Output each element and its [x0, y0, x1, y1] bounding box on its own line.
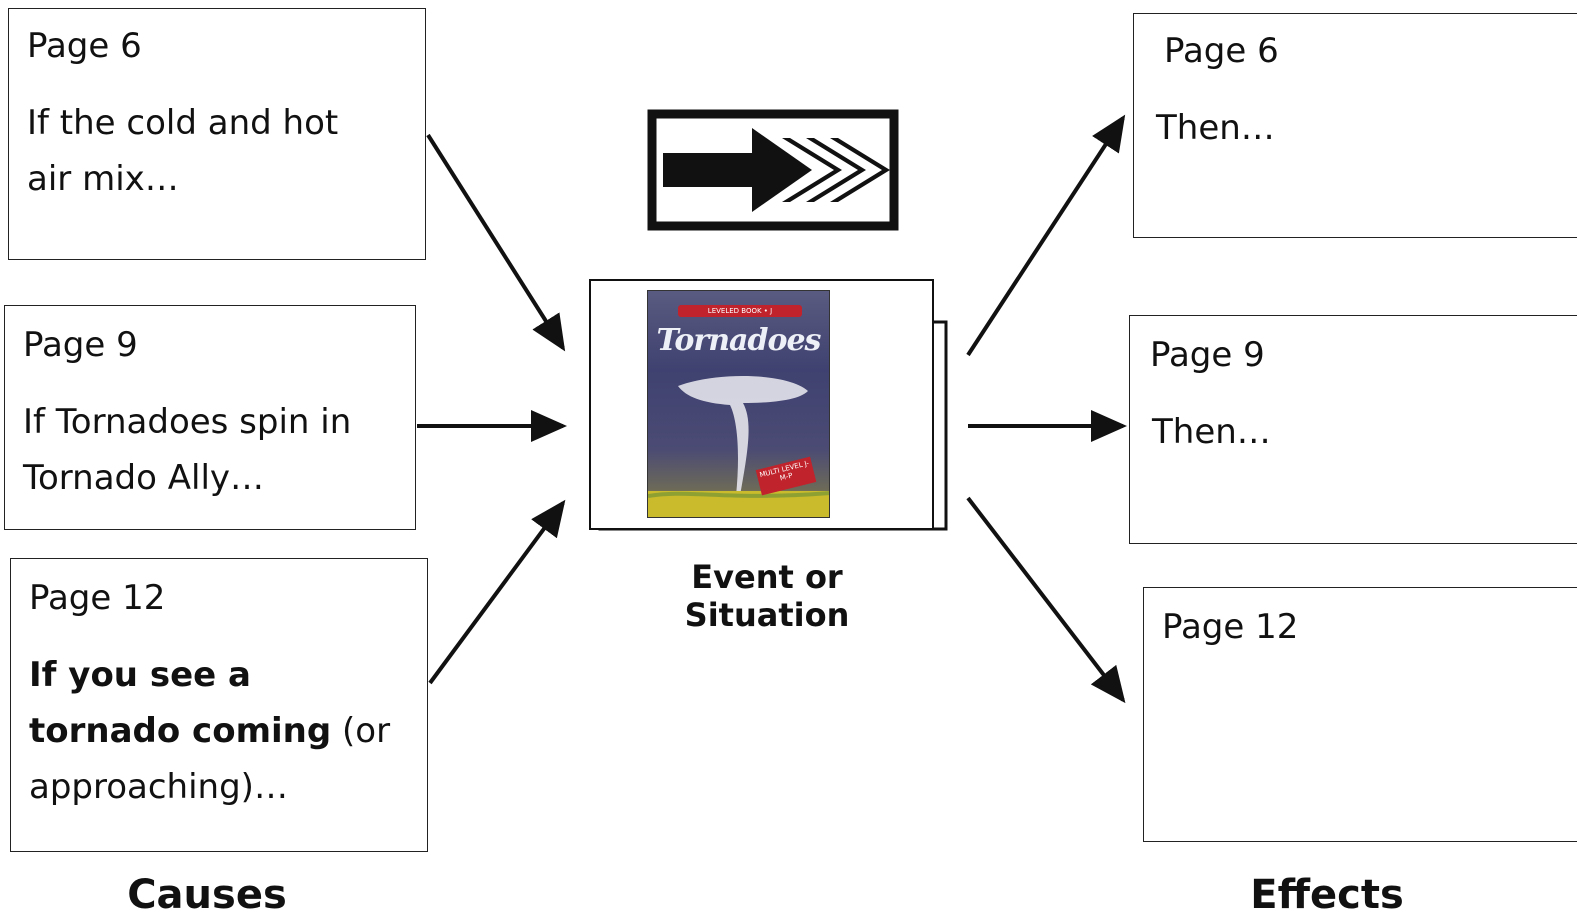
- cause-box-page-9: Page 9 If Tornadoes spin in Tornado Ally…: [4, 305, 416, 530]
- triple-chevron-arrow-icon: [647, 109, 899, 231]
- effect-text: Then…: [1152, 412, 1271, 452]
- effect-box-page-9: Page 9 Then…: [1129, 315, 1577, 544]
- effect-box-page-12: Page 12: [1143, 587, 1577, 842]
- cause-arrow-1: [426, 133, 566, 352]
- effect-arrow-1: [966, 114, 1126, 357]
- effect-box-page-6: Page 6 Then…: [1133, 13, 1577, 238]
- cause-text-line: tornado coming (or: [29, 703, 390, 759]
- cause-box-page-12: Page 12 If you see a tornado coming (or …: [10, 558, 428, 852]
- book-series-label: LEVELED BOOK • J: [678, 305, 802, 317]
- cause-text-line: approaching)…: [29, 767, 288, 807]
- cause-arrow-3: [428, 499, 566, 685]
- cause-text-rest: (or: [331, 711, 391, 751]
- event-caption-line2: Situation: [684, 596, 850, 634]
- effect-text: Then…: [1156, 108, 1275, 148]
- page-label: Page 12: [29, 578, 166, 618]
- page-label: Page 6: [27, 26, 142, 66]
- tornado-illustration: [648, 375, 829, 517]
- page-label: Page 12: [1162, 607, 1299, 647]
- cause-box-page-6: Page 6 If the cold and hot air mix…: [8, 8, 426, 260]
- cause-text-line: If you see a: [29, 655, 251, 695]
- effect-arrow-3: [966, 496, 1126, 704]
- event-caption-line1: Event or: [691, 558, 843, 596]
- effects-heading: Effects: [1250, 872, 1404, 918]
- cause-text-line: If Tornadoes spin in: [23, 402, 352, 442]
- page-label: Page 6: [1164, 31, 1279, 71]
- book-cover-image: LEVELED BOOK • J Tornadoes MULTI LEVEL J…: [647, 290, 830, 518]
- cause-text-line: air mix…: [27, 159, 179, 199]
- cause-text-line: Tornado Ally…: [23, 458, 265, 498]
- causes-heading: Causes: [127, 872, 287, 918]
- cause-text-bold: tornado coming: [29, 711, 332, 751]
- event-caption: Event or Situation: [660, 558, 874, 634]
- page-label: Page 9: [23, 325, 138, 365]
- cause-text-line: If the cold and hot: [27, 103, 339, 143]
- book-title: Tornadoes: [656, 323, 822, 358]
- page-label: Page 9: [1150, 335, 1265, 375]
